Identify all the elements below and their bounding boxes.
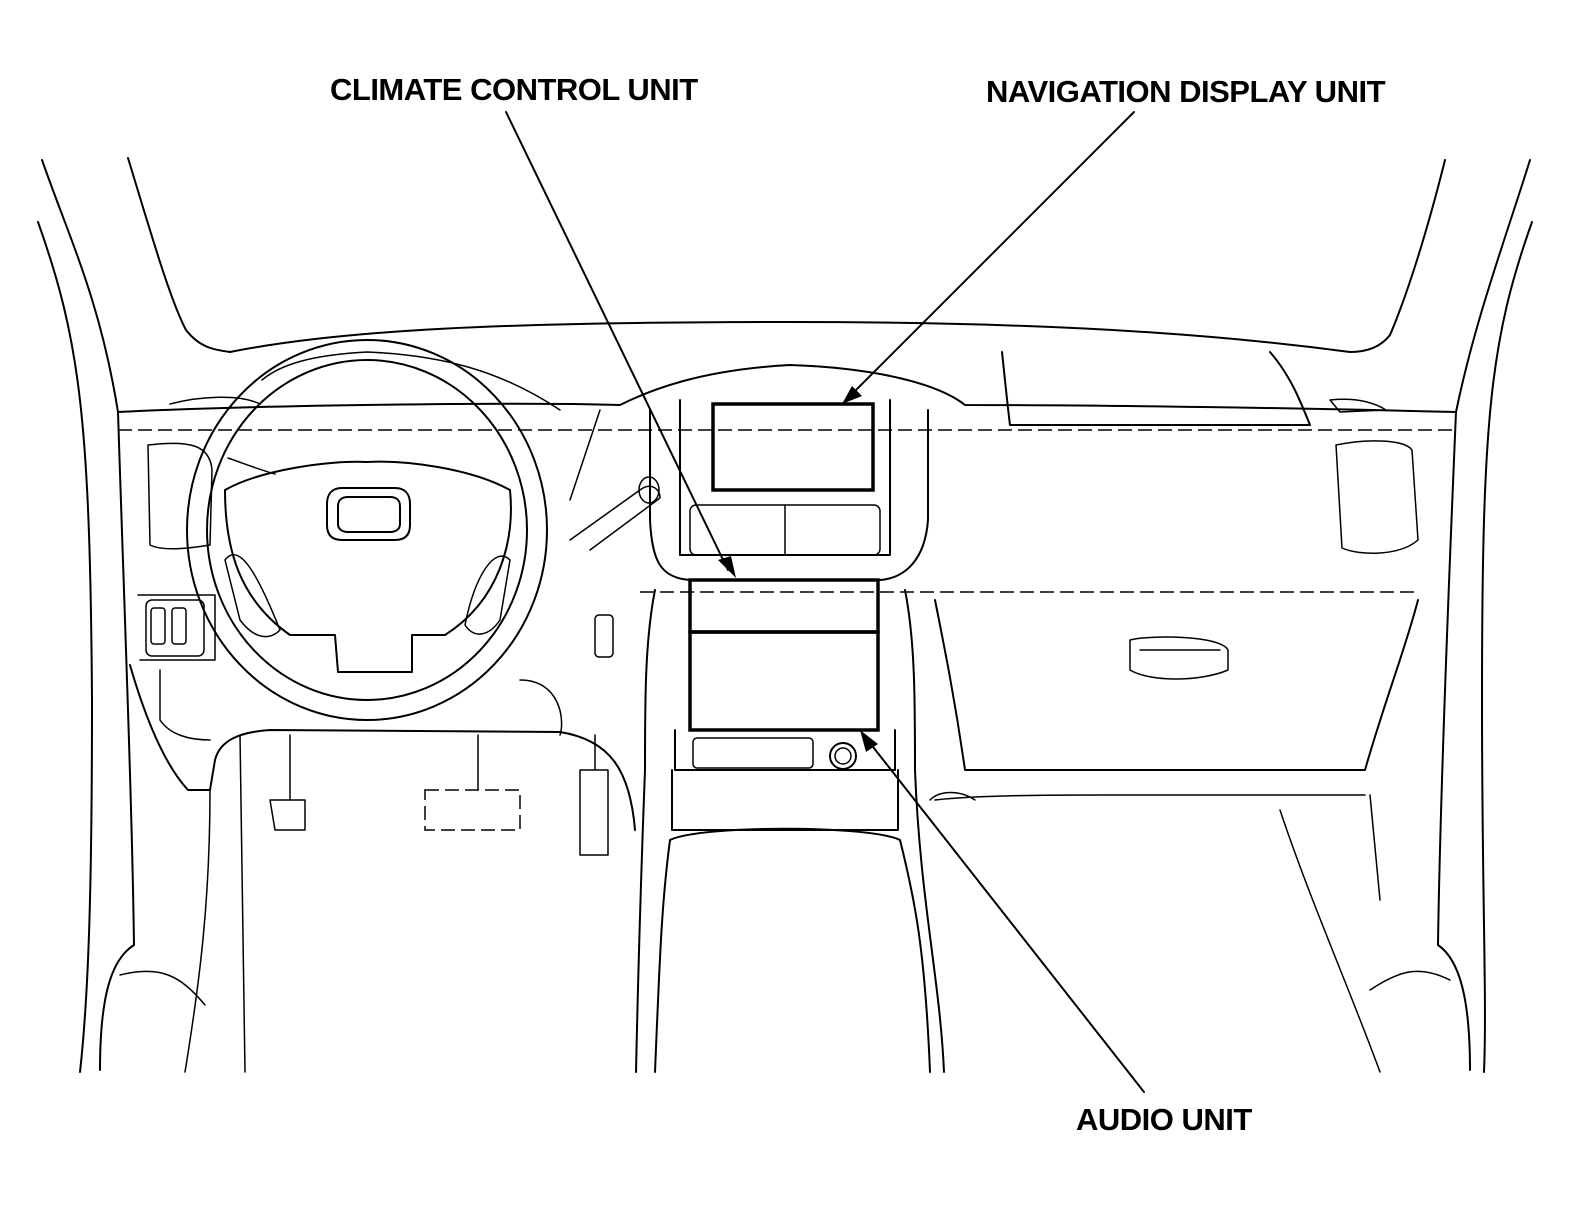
audio-arrow-head [860,730,878,752]
climate-control-unit-label: CLIMATE CONTROL UNIT [330,72,698,107]
nav-leader-line [847,111,1135,399]
left-air-vent [147,442,213,550]
center-panel [649,399,929,581]
right-a-pillar [1349,159,1533,1073]
audio-unit-label: AUDIO UNIT [1076,1102,1252,1137]
center-stack [674,578,896,771]
right-air-vent [1335,440,1419,554]
climate-arrow-head [718,556,736,578]
center-console [635,589,945,1073]
pedals [269,734,609,856]
climate-control-unit [688,578,880,634]
nav-arrow-head [842,386,862,404]
audio-unit [688,630,880,732]
dashboard-top [117,321,1457,431]
climate-leader-line [505,111,729,571]
steering-wheel [186,339,601,721]
audio-leader-line [865,737,1145,1093]
leader-lines [505,111,1145,1093]
navigation-display-unit-label: NAVIGATION DISPLAY UNIT [986,74,1386,109]
navigation-display-unit [711,402,875,492]
passenger-dash [640,591,1451,1073]
wiper-stalk [227,457,661,551]
left-switch-panel [137,594,216,661]
lower-dash-left [129,614,636,831]
left-a-pillar [37,157,231,1073]
floor-left [119,734,246,1073]
